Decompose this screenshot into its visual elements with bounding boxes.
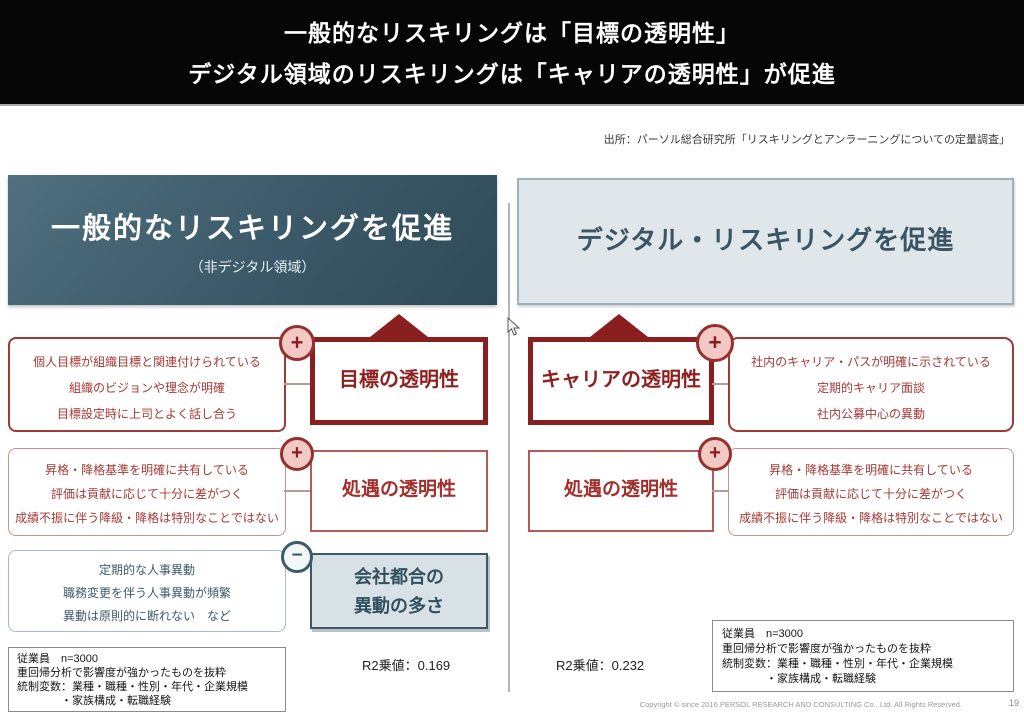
list-item: 昇格・降格基準を明確に共有している bbox=[769, 463, 973, 477]
copyright-text: Copyright © since 2016 PERSOL RESEARCH A… bbox=[639, 700, 962, 709]
left-row1-items-box: 個人目標が組織目標と関連付けられている 組織のビジョンや理念が明確 目標設定時に… bbox=[8, 337, 286, 432]
note-line: 重回帰分析で影響度が強かったものを抜粋 bbox=[722, 643, 931, 655]
left-row2-items-box: 昇格・降格基準を明確に共有している 評価は貢献に応じて十分に差がつく 成績不振に… bbox=[8, 448, 286, 536]
note-line: ・家族構成・転職経験 bbox=[722, 673, 876, 685]
note-line: 統制変数：業種・職種・性別・年代・企業規模 bbox=[722, 658, 953, 670]
source-note: 出所：パーソル総合研究所「リスキリングとアンラーニングについての定量調査」 bbox=[603, 134, 1010, 146]
connector-line bbox=[284, 383, 312, 385]
banner-line-2: デジタル領域のリスキリングは「キャリアの透明性」が促進 bbox=[188, 61, 836, 87]
factor-label: キャリアの透明性 bbox=[541, 369, 701, 391]
list-item: 社内のキャリア・パスが明確に示されている bbox=[751, 355, 991, 369]
plus-sign-icon: + bbox=[698, 437, 732, 471]
up-triangle-icon bbox=[590, 314, 648, 337]
right-panel-header: デジタル・リスキリングを促進 bbox=[517, 178, 1014, 305]
right-r2-value: R2乗値：0.232 bbox=[556, 658, 645, 673]
left-method-note: 従業員 n=3000 重回帰分析で影響度が強かったものを抜粋 統制変数：業種・職… bbox=[8, 647, 286, 712]
title-banner: 一般的なリスキリングは「目標の透明性」 デジタル領域のリスキリングは「キャリアの… bbox=[0, 0, 1024, 106]
list-item: 評価は貢献に応じて十分に差がつく bbox=[774, 487, 967, 501]
connector-line bbox=[712, 383, 730, 385]
factor-label: 処遇の透明性 bbox=[563, 479, 678, 500]
banner-line-1: 一般的なリスキリングは「目標の透明性」 bbox=[284, 20, 740, 46]
right-row1-items-box: 社内のキャリア・パスが明確に示されている 定期的キャリア面談 社内公募中心の異動 bbox=[728, 337, 1014, 432]
list-item: 成績不振に伴う降級・降格は特別なことではない bbox=[15, 511, 279, 525]
left-panel-subtitle: （非デジタル領域） bbox=[189, 259, 316, 275]
minus-sign-icon: − bbox=[281, 541, 313, 573]
note-line: 従業員 n=3000 bbox=[17, 653, 99, 665]
note-line: 統制変数：業種・職種・性別・年代・企業規模 bbox=[17, 681, 248, 693]
plus-sign-icon: + bbox=[280, 437, 314, 471]
list-item: 社内公募中心の異動 bbox=[816, 407, 925, 421]
list-item: 目標設定時に上司とよく話し合う bbox=[56, 407, 237, 421]
plus-sign-icon: + bbox=[279, 325, 315, 361]
left-factor-treatment-transparency: 処遇の透明性 bbox=[310, 450, 488, 532]
left-panel-title: 一般的なリスキリングを促進 bbox=[50, 213, 454, 245]
list-item: 定期的な人事異動 bbox=[98, 563, 195, 577]
left-factor-goal-transparency: 目標の透明性 bbox=[310, 337, 488, 425]
note-line: 重回帰分析で影響度が強かったものを抜粋 bbox=[17, 667, 226, 679]
note-line: 従業員 n=3000 bbox=[722, 628, 804, 640]
factor-label-line1: 会社都合の bbox=[354, 567, 444, 587]
connector-line bbox=[712, 490, 730, 492]
list-item: 異動は原則的に断れない など bbox=[62, 609, 231, 623]
connector-line bbox=[284, 490, 312, 492]
panel-divider bbox=[508, 203, 510, 692]
list-item: 評価は貢献に応じて十分に差がつく bbox=[50, 487, 243, 501]
up-triangle-icon bbox=[370, 314, 428, 337]
plus-sign-icon: + bbox=[696, 324, 734, 362]
list-item: 定期的キャリア面談 bbox=[816, 381, 925, 395]
list-item: 職務変更を伴う人事異動が頻繁 bbox=[62, 586, 231, 600]
list-item: 成績不振に伴う降級・降格は特別なことではない bbox=[739, 511, 1003, 525]
list-item: 組織のビジョンや理念が明確 bbox=[68, 381, 225, 395]
right-panel-title: デジタル・リスキリングを促進 bbox=[576, 225, 955, 255]
page-number: 19 bbox=[1008, 698, 1019, 708]
left-row3-items-box: 定期的な人事異動 職務変更を伴う人事異動が頻繁 異動は原則的に断れない など bbox=[8, 550, 286, 632]
factor-label: 処遇の透明性 bbox=[341, 479, 456, 500]
right-factor-career-transparency: キャリアの透明性 bbox=[528, 337, 714, 425]
left-factor-company-transfers: 会社都合の 異動の多さ bbox=[310, 553, 488, 629]
list-item: 昇格・降格基準を明確に共有している bbox=[45, 463, 249, 477]
list-item: 個人目標が組織目標と関連付けられている bbox=[33, 355, 261, 369]
right-row2-items-box: 昇格・降格基準を明確に共有している 評価は貢献に応じて十分に差がつく 成績不振に… bbox=[728, 448, 1014, 536]
factor-label-line2: 異動の多さ bbox=[354, 596, 444, 616]
note-line: ・家族構成・転職経験 bbox=[17, 695, 171, 707]
mouse-cursor-icon bbox=[507, 317, 521, 336]
right-method-note: 従業員 n=3000 重回帰分析で影響度が強かったものを抜粋 統制変数：業種・職… bbox=[712, 620, 1014, 692]
left-r2-value: R2乗値：0.169 bbox=[362, 658, 451, 673]
factor-label: 目標の透明性 bbox=[339, 369, 459, 391]
right-factor-treatment-transparency: 処遇の透明性 bbox=[528, 450, 714, 532]
left-panel-header: 一般的なリスキリングを促進 （非デジタル領域） bbox=[8, 175, 497, 305]
